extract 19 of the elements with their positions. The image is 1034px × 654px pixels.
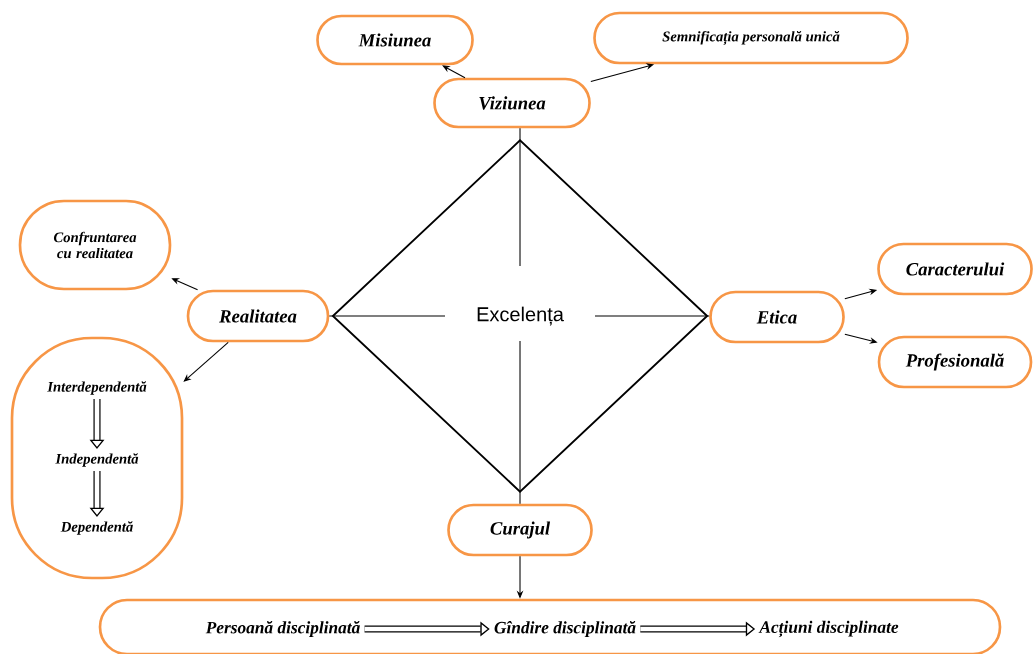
rounded-box: Caracterului xyxy=(877,242,1033,296)
rounded-box: Realitatea xyxy=(186,289,330,343)
rounded-box: Viziunea xyxy=(433,77,591,129)
rounded-box: Semnificația personală unică xyxy=(593,11,909,65)
flow-text: Acțiuni disciplinate xyxy=(758,620,899,638)
rounded-box: Confruntarea cu realitatea xyxy=(18,199,172,291)
rounded-box: Profesională xyxy=(877,335,1033,389)
rounded-box: Etica xyxy=(709,290,845,344)
rounded-box xyxy=(10,336,184,580)
arrow xyxy=(442,65,466,79)
arrow xyxy=(183,341,229,382)
flow-text: Interdependentă xyxy=(47,381,147,395)
rounded-box xyxy=(98,598,1002,654)
flow-text: Gîndire disciplinată xyxy=(494,621,636,637)
rounded-box: Misiunea xyxy=(316,14,474,66)
rounded-box: Curajul xyxy=(447,503,593,557)
flow-text: Dependentă xyxy=(60,521,133,535)
flow-text: Independentă xyxy=(55,453,139,467)
flow-text: Persoană disciplinată xyxy=(205,621,360,637)
